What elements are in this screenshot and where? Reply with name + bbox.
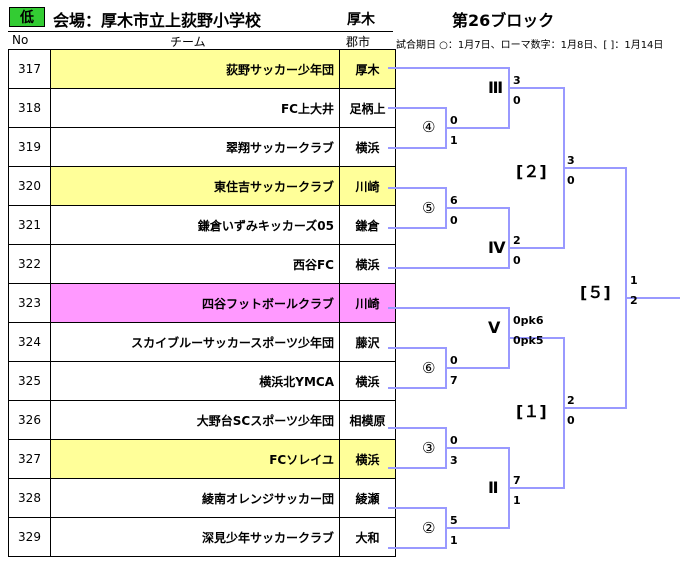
round-label-final: [５]	[580, 283, 611, 302]
bracket-line-s1	[509, 337, 565, 489]
team-name: FCソレイユ	[50, 439, 340, 479]
team-number: 323	[8, 283, 51, 323]
team-region: 綾瀬	[339, 478, 396, 518]
round-label-5: Ⅴ	[488, 318, 501, 337]
team-name: 綾南オレンジサッカー団	[50, 478, 340, 518]
team-name: 鎌倉いずみキッカーズ05	[50, 205, 340, 245]
score-r2-top: 7	[513, 474, 521, 487]
team-number: 324	[8, 322, 51, 362]
column-header-no: No	[12, 33, 29, 47]
team-name: 西谷FC	[50, 244, 340, 284]
team-region: 横浜	[339, 439, 396, 479]
score-r3-top: 3	[513, 74, 521, 87]
venue-title: 会場：厚木市立上荻野小学校	[53, 11, 262, 30]
bracket-line-r3	[388, 67, 510, 129]
bracket-lines	[388, 67, 680, 549]
score-r5-top: 0pk6	[513, 314, 544, 327]
match-label-2: ②	[422, 519, 436, 537]
match-label-5: ⑤	[422, 199, 436, 217]
score-m5-top: 6	[450, 194, 458, 207]
score-s1-top: 2	[567, 394, 575, 407]
score-r4-bottom: 0	[513, 254, 521, 267]
score-r3-bottom: 0	[513, 94, 521, 107]
bracket-line-m3	[388, 427, 447, 469]
team-number: 322	[8, 244, 51, 284]
round-label-2: Ⅱ	[488, 478, 499, 497]
score-m5-bottom: 0	[450, 214, 458, 227]
score-r4-top: 2	[513, 234, 521, 247]
round-label-s1: [１]	[516, 402, 547, 421]
score-m6-top: 0	[450, 354, 458, 367]
team-region: 相模原	[339, 400, 396, 440]
team-number: 318	[8, 88, 51, 128]
match-label-6: ⑥	[422, 359, 436, 377]
round-label-4: Ⅳ	[488, 238, 506, 257]
score-r5-bottom: 0pk5	[513, 334, 544, 347]
bracket-line-m6	[388, 347, 447, 389]
score-final-bottom: 2	[630, 294, 638, 307]
score-s2-top: 3	[567, 154, 575, 167]
team-number: 319	[8, 127, 51, 167]
score-m3-bottom: 3	[450, 454, 458, 467]
score-m2-bottom: 1	[450, 534, 458, 547]
team-region: 藤沢	[339, 322, 396, 362]
team-region: 川崎	[339, 166, 396, 206]
header-underline	[8, 31, 393, 32]
score-m4-bottom: 1	[450, 134, 458, 147]
team-name: スカイブルーサッカースポーツ少年団	[50, 322, 340, 362]
team-number: 320	[8, 166, 51, 206]
bracket-line-m2	[388, 507, 447, 549]
round-label-s2: [２]	[516, 162, 547, 181]
team-name: FC上大井	[50, 88, 340, 128]
team-name: 荻野サッカー少年団	[50, 49, 340, 89]
score-final-top: 1	[630, 274, 638, 287]
round-label-3: Ⅲ	[488, 78, 504, 97]
team-number: 317	[8, 49, 51, 89]
score-m4-top: 0	[450, 114, 458, 127]
bracket-line-m4	[388, 107, 447, 149]
team-name: 大野台SCスポーツ少年団	[50, 400, 340, 440]
team-region: 厚木	[339, 49, 396, 89]
match-label-3: ③	[422, 439, 436, 457]
bracket-line-f5	[564, 167, 627, 409]
score-s2-bottom: 0	[567, 174, 575, 187]
team-number: 328	[8, 478, 51, 518]
column-header-team: チーム	[170, 35, 206, 49]
venue-city: 厚木	[347, 12, 375, 28]
block-title: 第26ブロック	[452, 11, 555, 30]
team-region: 足柄上	[339, 88, 396, 128]
team-region: 川崎	[339, 283, 396, 323]
column-header-region: 郡市	[346, 35, 371, 49]
score-s1-bottom: 0	[567, 414, 575, 427]
team-name: 深見少年サッカークラブ	[50, 517, 340, 557]
score-m6-bottom: 7	[450, 374, 458, 387]
level-badge: 低	[9, 7, 45, 27]
match-label-4: ④	[422, 118, 436, 136]
schedule-note: 試合期日 ○：1月7日、ローマ数字：1月8日、[ ]：1月14日	[396, 40, 664, 51]
score-m3-top: 0	[450, 434, 458, 447]
score-r2-bottom: 1	[513, 494, 521, 507]
bracket-line-m5	[388, 187, 447, 229]
team-region: 大和	[339, 517, 396, 557]
team-name: 四谷フットボールクラブ	[50, 283, 340, 323]
team-region: 横浜	[339, 244, 396, 284]
team-name: 東住吉サッカークラブ	[50, 166, 340, 206]
bracket-line-r4	[388, 207, 510, 269]
score-m2-top: 5	[450, 514, 458, 527]
bracket-line-r5	[388, 307, 510, 369]
team-number: 321	[8, 205, 51, 245]
